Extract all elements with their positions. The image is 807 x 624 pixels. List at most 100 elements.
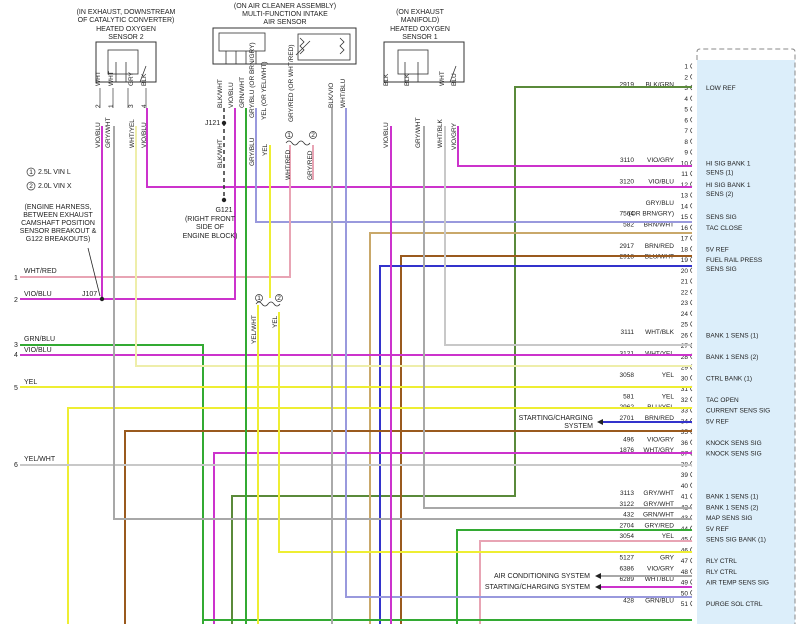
option-mark-1-upper [285, 131, 293, 139]
sensor1-top-wire-4: BLU [451, 73, 458, 86]
maf-wire-blk-vio: BLK/VIO [328, 83, 335, 108]
left-edge-6-num: 6 [14, 462, 18, 469]
pcm-pin-wire-color: GRY/WHT [643, 501, 674, 508]
option-mark-numbers: 1 2 1 2 1 2 [29, 132, 315, 302]
pcm-pin-number: 26 [681, 332, 689, 339]
pcm-pin-circuit: 496 [623, 436, 634, 443]
maf-title-line-1: (ON AIR CLEANER ASSEMBLY) [234, 3, 336, 10]
maf-wire-yel: YEL (OR YEL/WHT) [261, 61, 268, 120]
pcm-pin-terminal [690, 310, 693, 317]
mid-label-yel-lower: YEL [272, 315, 279, 328]
pcm-pin-wire-color: YEL [662, 533, 675, 540]
pcm-pin-number: 28 [681, 354, 689, 361]
pcm-pin-terminal [690, 267, 693, 274]
pcm-pin-row: 2 [684, 73, 693, 81]
sensor2-wire-vio-blu: VIO/BLU [95, 122, 102, 148]
wire-wht-blk-26 [444, 126, 692, 346]
pcm-pin-number: 8 [684, 139, 688, 146]
splice-j121-label: J121 [205, 120, 220, 127]
wire-wht-red [20, 145, 291, 278]
pcm-pin-function: SENS (1) [706, 169, 733, 176]
wire-gry-wht-41 [423, 126, 692, 509]
pcm-pin-function: KNOCK SENS SIG [706, 451, 762, 458]
left-edge-3-label: GRN/BLU [24, 336, 55, 343]
legend-mark-1-num: 1 [29, 169, 33, 176]
harness-note: (ENGINE HARNESS, BETWEEN EXHAUST CAMSHAF… [20, 204, 97, 243]
maf-wire-gry-red: GRY/RED (OR WHT/RED) [288, 44, 295, 122]
harness-note-line-4: SENSOR BREAKOUT & [20, 228, 97, 235]
pcm-pin-function: SENS SIG BANK (1) [706, 537, 766, 544]
pcm-pin-terminal [690, 288, 693, 295]
option-mark-1-lower [255, 294, 263, 302]
pcm-pin-terminal [690, 159, 693, 166]
pcm-pin-function: SENS (2) [706, 191, 733, 198]
pcm-pin-number: 13 [681, 193, 689, 200]
pcm-pin-terminal [690, 471, 693, 478]
pcm-pin-terminal [690, 579, 693, 585]
pcm-pin-terminal [690, 127, 693, 134]
pcm-pin-wire-color: GRY [660, 555, 675, 562]
pcm-pin-wire-color: (OR BRN/GRY) [629, 211, 674, 218]
splice-j107-dot [99, 296, 105, 302]
mid-wire-labels: BLK/WHT GRY/BLU YEL WHT/RED GRY/RED YEL/… [217, 137, 314, 344]
maf-wire-vio-blu: VIO/BLU [228, 82, 235, 108]
pcm-pin-function: RLY CTRL [706, 558, 737, 565]
wire-gry-blu-maf [255, 108, 692, 223]
pcm-pin-terminal [690, 439, 693, 446]
pcm-pin-row: 21 [681, 278, 693, 286]
sensor1-title-line-1: (ON EXHAUST [396, 9, 445, 16]
sensor2-wire-wht-yel: WHT/YEL [129, 119, 136, 148]
pcm-pin-terminal [690, 396, 693, 403]
pcm-pin-number: 50 [681, 590, 689, 597]
pcm-pin-number: 3 [684, 85, 688, 92]
pcm-pin-wire-color: BRN/WHT [644, 221, 674, 228]
sensor1-wire-vio-blu: VIO/BLU [383, 122, 390, 148]
wire-brn-red-34 [124, 430, 692, 624]
pcm-pin-terminal [690, 138, 693, 145]
pcm-pin-row: 22 [681, 288, 693, 296]
pcm-pin-number: 14 [681, 203, 689, 210]
pcm-pin-terminal [690, 192, 693, 198]
pcm-pin-terminal [690, 600, 693, 607]
harness-note-line-2: BETWEEN EXHAUST [23, 212, 93, 219]
left-edge-1-label: WHT/RED [24, 268, 57, 275]
pcm-pin-terminal [690, 63, 693, 69]
left-edge-4-num: 4 [14, 352, 18, 359]
pcm-pin-number: 12 [681, 182, 689, 189]
left-edge-2-num: 2 [14, 297, 18, 304]
pcm-pin-row: 1 [684, 63, 693, 71]
wire-brn-red-18 [400, 255, 692, 624]
pcm-pin-terminal [690, 589, 693, 596]
pcm-pin-number: 15 [681, 214, 689, 221]
pcm-pin-function: MAP SENS SIG [706, 515, 752, 522]
maf-title-line-3: AIR SENSOR [263, 19, 306, 26]
pcm-pin-function: CTRL BANK (1) [706, 375, 752, 382]
pcm-pin-number: 6 [684, 117, 688, 124]
pcm-pin-function: CURRENT SENS SIG [706, 408, 770, 415]
pcm-pin-terminal [690, 568, 693, 575]
pcm-pin-number: 25 [681, 322, 689, 329]
pcm-connector-body [697, 60, 795, 624]
pcm-pin-terminal [690, 256, 693, 263]
pcm-pin-number: 2 [684, 74, 688, 81]
pcm-pin-function: BANK 1 SENS (1) [706, 494, 758, 501]
offpage-arrow-starting-charging-2 [595, 584, 601, 590]
ground-g121: G121 (RIGHT FRONT SIDE OF ENGINE BLOCK) [183, 207, 238, 240]
pcm-pin-row: 17 [681, 235, 693, 243]
pcm-pin-wire-color: YEL [662, 393, 675, 400]
pcm-pin-number: 40 [681, 483, 689, 490]
pcm-pin-number: 32 [681, 397, 689, 404]
sensor2-wire-labels: WHT WHT GRY BLK 2 1 3 4 VIO/BLU GRY/WHT … [95, 71, 148, 148]
pcm-pin-number: 31 [681, 386, 689, 393]
pcm-pin-number: 16 [681, 225, 689, 232]
pcm-pin-number: 10 [681, 160, 689, 167]
pcm-pin-terminal [690, 299, 693, 306]
pcm-connector-outline [696, 48, 796, 624]
pcm-pin-number: 4 [684, 96, 688, 103]
